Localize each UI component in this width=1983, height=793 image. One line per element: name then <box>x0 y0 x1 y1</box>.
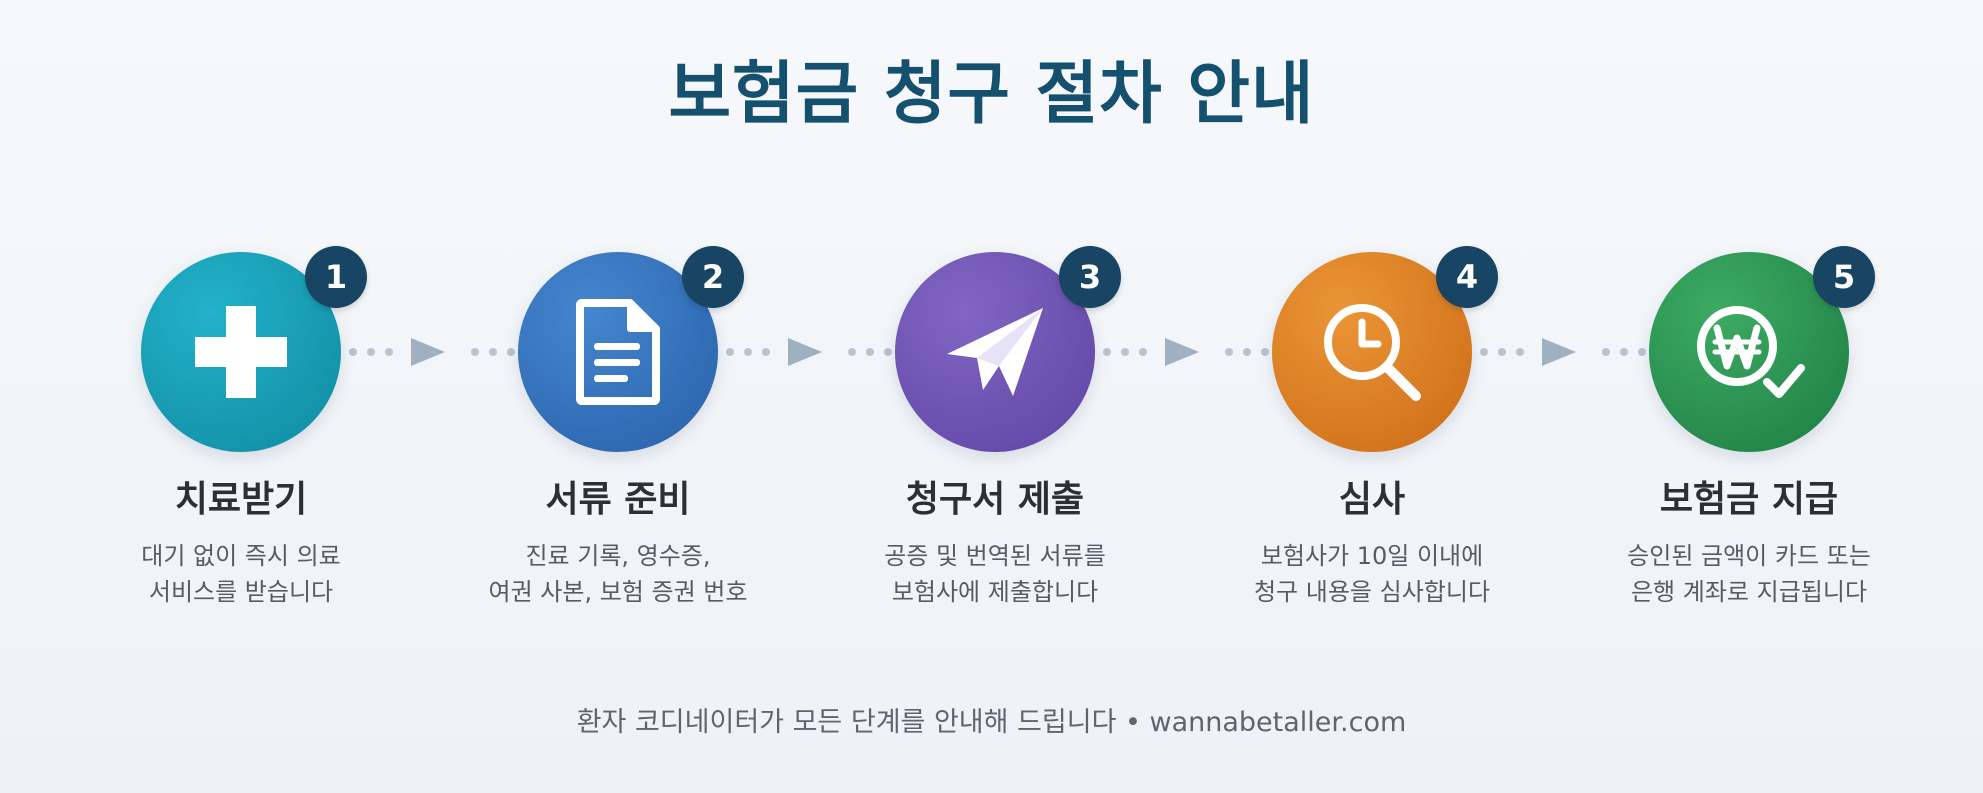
step-5-description: 승인된 금액이 카드 또는 은행 계좌로 지급됩니다 <box>1579 538 1919 610</box>
step-3: 3 청구서 제출 공증 및 번역된 서류를 보험사에 제출합니다 <box>825 246 1165 610</box>
step-1-number-badge: 1 <box>305 246 367 308</box>
step-3-desc-line-1: 공증 및 번역된 서류를 <box>884 542 1106 570</box>
step-2-number-badge: 2 <box>682 246 744 308</box>
step-1-circle: 1 <box>141 246 367 452</box>
clock-magnifier-icon <box>1324 304 1421 401</box>
step-2: 2 서류 준비 진료 기록, 영수증, 여권 사본, 보험 증권 번호 <box>448 246 788 610</box>
step-5-desc-line-2: 은행 계좌로 지급됩니다 <box>1630 578 1868 606</box>
step-4-title: 심사 <box>1338 479 1406 520</box>
step-2-title: 서류 준비 <box>545 479 691 520</box>
step-5-title: 보험금 지급 <box>1659 479 1839 520</box>
step-1: 1 치료받기 대기 없이 즉시 의료 서비스를 받습니다 <box>71 246 411 610</box>
step-3-desc-line-2: 보험사에 제출합니다 <box>891 578 1099 606</box>
page-title: 보험금 청구 절차 안내 <box>668 55 1315 134</box>
medical-cross-icon <box>195 306 287 398</box>
step-3-description: 공증 및 번역된 서류를 보험사에 제출합니다 <box>825 538 1165 610</box>
won-check-icon <box>1697 306 1805 398</box>
document-icon <box>576 299 660 405</box>
step-2-description: 진료 기록, 영수증, 여권 사본, 보험 증권 번호 <box>448 538 788 610</box>
step-2-desc-line-2: 여권 사본, 보험 증권 번호 <box>488 578 748 606</box>
step-4-desc-line-2: 청구 내용을 심사합니다 <box>1253 578 1491 606</box>
step-2-circle: 2 <box>518 246 744 452</box>
footer-note: 환자 코디네이터가 모든 단계를 안내해 드립니다 • wannabetalle… <box>576 707 1407 738</box>
step-5-circle: 5 <box>1649 246 1875 452</box>
step-1-title: 치료받기 <box>174 479 308 520</box>
connector-arrow-4-5 <box>1480 338 1646 366</box>
step-5-number-badge: 5 <box>1813 246 1875 308</box>
step-1-description: 대기 없이 즉시 의료 서비스를 받습니다 <box>71 538 411 610</box>
step-1-desc-line-1: 대기 없이 즉시 의료 <box>141 542 341 570</box>
step-4: 4 심사 보험사가 10일 이내에 청구 내용을 심사합니다 <box>1202 246 1542 610</box>
step-1-desc-line-2: 서비스를 받습니다 <box>148 578 334 606</box>
connector-arrow-3-4 <box>1103 338 1269 366</box>
step-3-title: 청구서 제출 <box>905 479 1085 520</box>
paper-plane-icon <box>947 308 1043 396</box>
connector-arrow-2-3 <box>726 338 892 366</box>
step-4-circle: 4 <box>1272 246 1498 452</box>
step-4-description: 보험사가 10일 이내에 청구 내용을 심사합니다 <box>1202 538 1542 610</box>
connector-arrow-1-2 <box>349 338 515 366</box>
step-5-desc-line-1: 승인된 금액이 카드 또는 <box>1627 542 1871 570</box>
step-4-desc-line-1: 보험사가 10일 이내에 <box>1260 542 1484 570</box>
step-2-desc-line-1: 진료 기록, 영수증, <box>525 542 711 570</box>
step-3-circle: 3 <box>895 246 1121 452</box>
step-3-number-badge: 3 <box>1059 246 1121 308</box>
step-5: 5 보험금 지급 승인된 금액이 카드 또는 은행 계좌로 지급됩니다 <box>1579 246 1919 610</box>
step-4-number-badge: 4 <box>1436 246 1498 308</box>
